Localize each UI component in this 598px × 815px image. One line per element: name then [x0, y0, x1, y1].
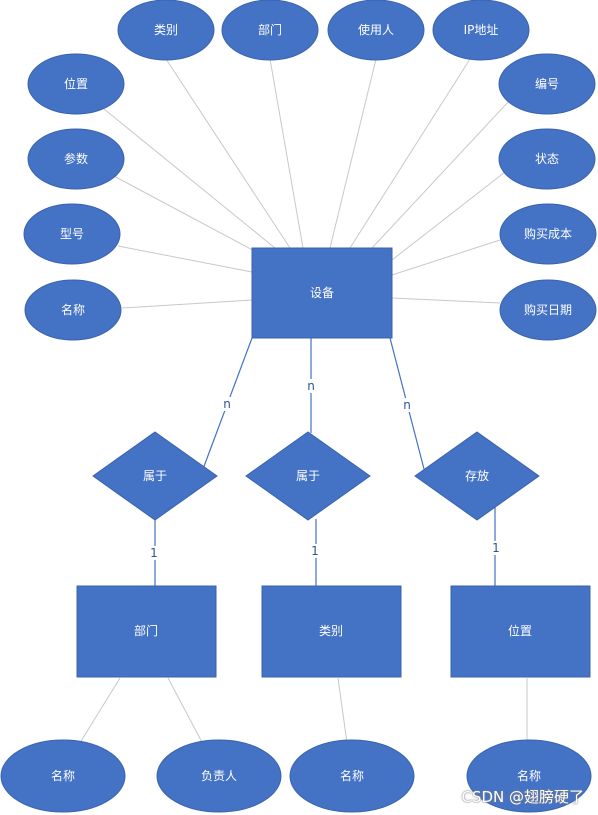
category-attributes: 名称 — [289, 739, 415, 813]
attr-model: 型号 — [23, 203, 121, 265]
cardinalities: n n n 1 1 1 — [147, 379, 503, 560]
attr-loc-name: 名称 — [466, 739, 592, 813]
attr-department: 部门 — [221, 0, 319, 61]
card-eq-cat: n — [307, 379, 315, 393]
attr-cost: 购买成本 — [499, 203, 597, 265]
rel-belongs-cat: 属于 — [245, 431, 371, 521]
entity-location: 位置 — [450, 585, 591, 678]
attr-user: 使用人 — [327, 0, 425, 61]
link-date — [391, 297, 501, 304]
attr-date-label: 购买日期 — [524, 302, 572, 317]
attr-dept-manager: 负责人 — [156, 739, 282, 813]
rel-belongs-dept: 属于 — [92, 431, 218, 521]
link-dept-manager — [167, 677, 205, 747]
equipment-attribute-links — [103, 58, 511, 309]
equipment-attributes: 类别 部门 使用人 IP地址 位置 编号 参数 状态 — [23, 0, 597, 341]
card-loc: 1 — [492, 541, 500, 555]
attr-ip-label: IP地址 — [464, 23, 499, 37]
entity-category: 类别 — [261, 585, 402, 678]
attr-dept-manager-label: 负责人 — [201, 769, 237, 783]
rel-stored-at: 存放 — [414, 431, 540, 521]
entity-department-label: 部门 — [134, 623, 158, 638]
link-params — [111, 174, 263, 256]
link-ip — [349, 58, 471, 249]
entity-location-label: 位置 — [508, 623, 532, 638]
attr-dept-name: 名称 — [0, 739, 126, 813]
attr-location: 位置 — [27, 53, 125, 115]
department-attributes: 名称 负责人 — [0, 739, 282, 813]
link-model — [117, 245, 253, 273]
attr-cost-label: 购买成本 — [524, 226, 572, 241]
card-eq-loc: n — [403, 398, 411, 412]
attr-location-label: 位置 — [64, 76, 88, 91]
attr-category-label: 类别 — [154, 23, 178, 37]
watermark: CSDN @翅膀硬了 — [461, 788, 584, 806]
card-dept: 1 — [150, 546, 158, 560]
link-location — [103, 108, 276, 249]
link-number — [371, 99, 511, 249]
attr-date: 购买日期 — [499, 279, 597, 341]
attr-model-label: 型号 — [60, 227, 84, 241]
rel-belongs-dept-label: 属于 — [143, 469, 167, 483]
attr-cat-name: 名称 — [289, 739, 415, 813]
attr-user-label: 使用人 — [358, 22, 394, 37]
card-eq-dept: n — [223, 397, 231, 411]
attr-cat-name-label: 名称 — [340, 768, 364, 783]
attr-category: 类别 — [117, 0, 215, 61]
link-user — [329, 58, 377, 249]
link-cost — [391, 239, 501, 276]
lower-attribute-links — [77, 677, 528, 747]
entity-category-label: 类别 — [319, 624, 343, 638]
link-dept-name — [77, 677, 121, 747]
link-name — [121, 299, 253, 309]
attr-status: 状态 — [498, 128, 596, 190]
link-cat-name — [337, 677, 348, 744]
entity-equipment-label: 设备 — [310, 286, 334, 300]
attr-name-label: 名称 — [61, 302, 85, 317]
link-department — [269, 58, 304, 249]
attr-number: 编号 — [498, 53, 596, 115]
location-attributes: 名称 — [466, 739, 592, 813]
attr-ip: IP地址 — [432, 0, 530, 61]
attr-department-label: 部门 — [258, 22, 282, 37]
attr-name: 名称 — [24, 279, 122, 341]
entity-department: 部门 — [76, 585, 217, 678]
attr-params-label: 参数 — [64, 151, 88, 166]
attr-dept-name-label: 名称 — [51, 768, 75, 783]
card-cat: 1 — [311, 544, 319, 558]
entity-equipment: 设备 — [251, 247, 393, 339]
rel-belongs-cat-label: 属于 — [296, 469, 320, 483]
attr-params: 参数 — [27, 128, 125, 190]
rel-stored-at-label: 存放 — [465, 468, 489, 483]
link-category — [165, 58, 291, 249]
attr-number-label: 编号 — [535, 76, 559, 91]
attr-loc-name-label: 名称 — [517, 768, 541, 783]
link-status — [391, 171, 506, 261]
attr-status-label: 状态 — [535, 152, 559, 166]
